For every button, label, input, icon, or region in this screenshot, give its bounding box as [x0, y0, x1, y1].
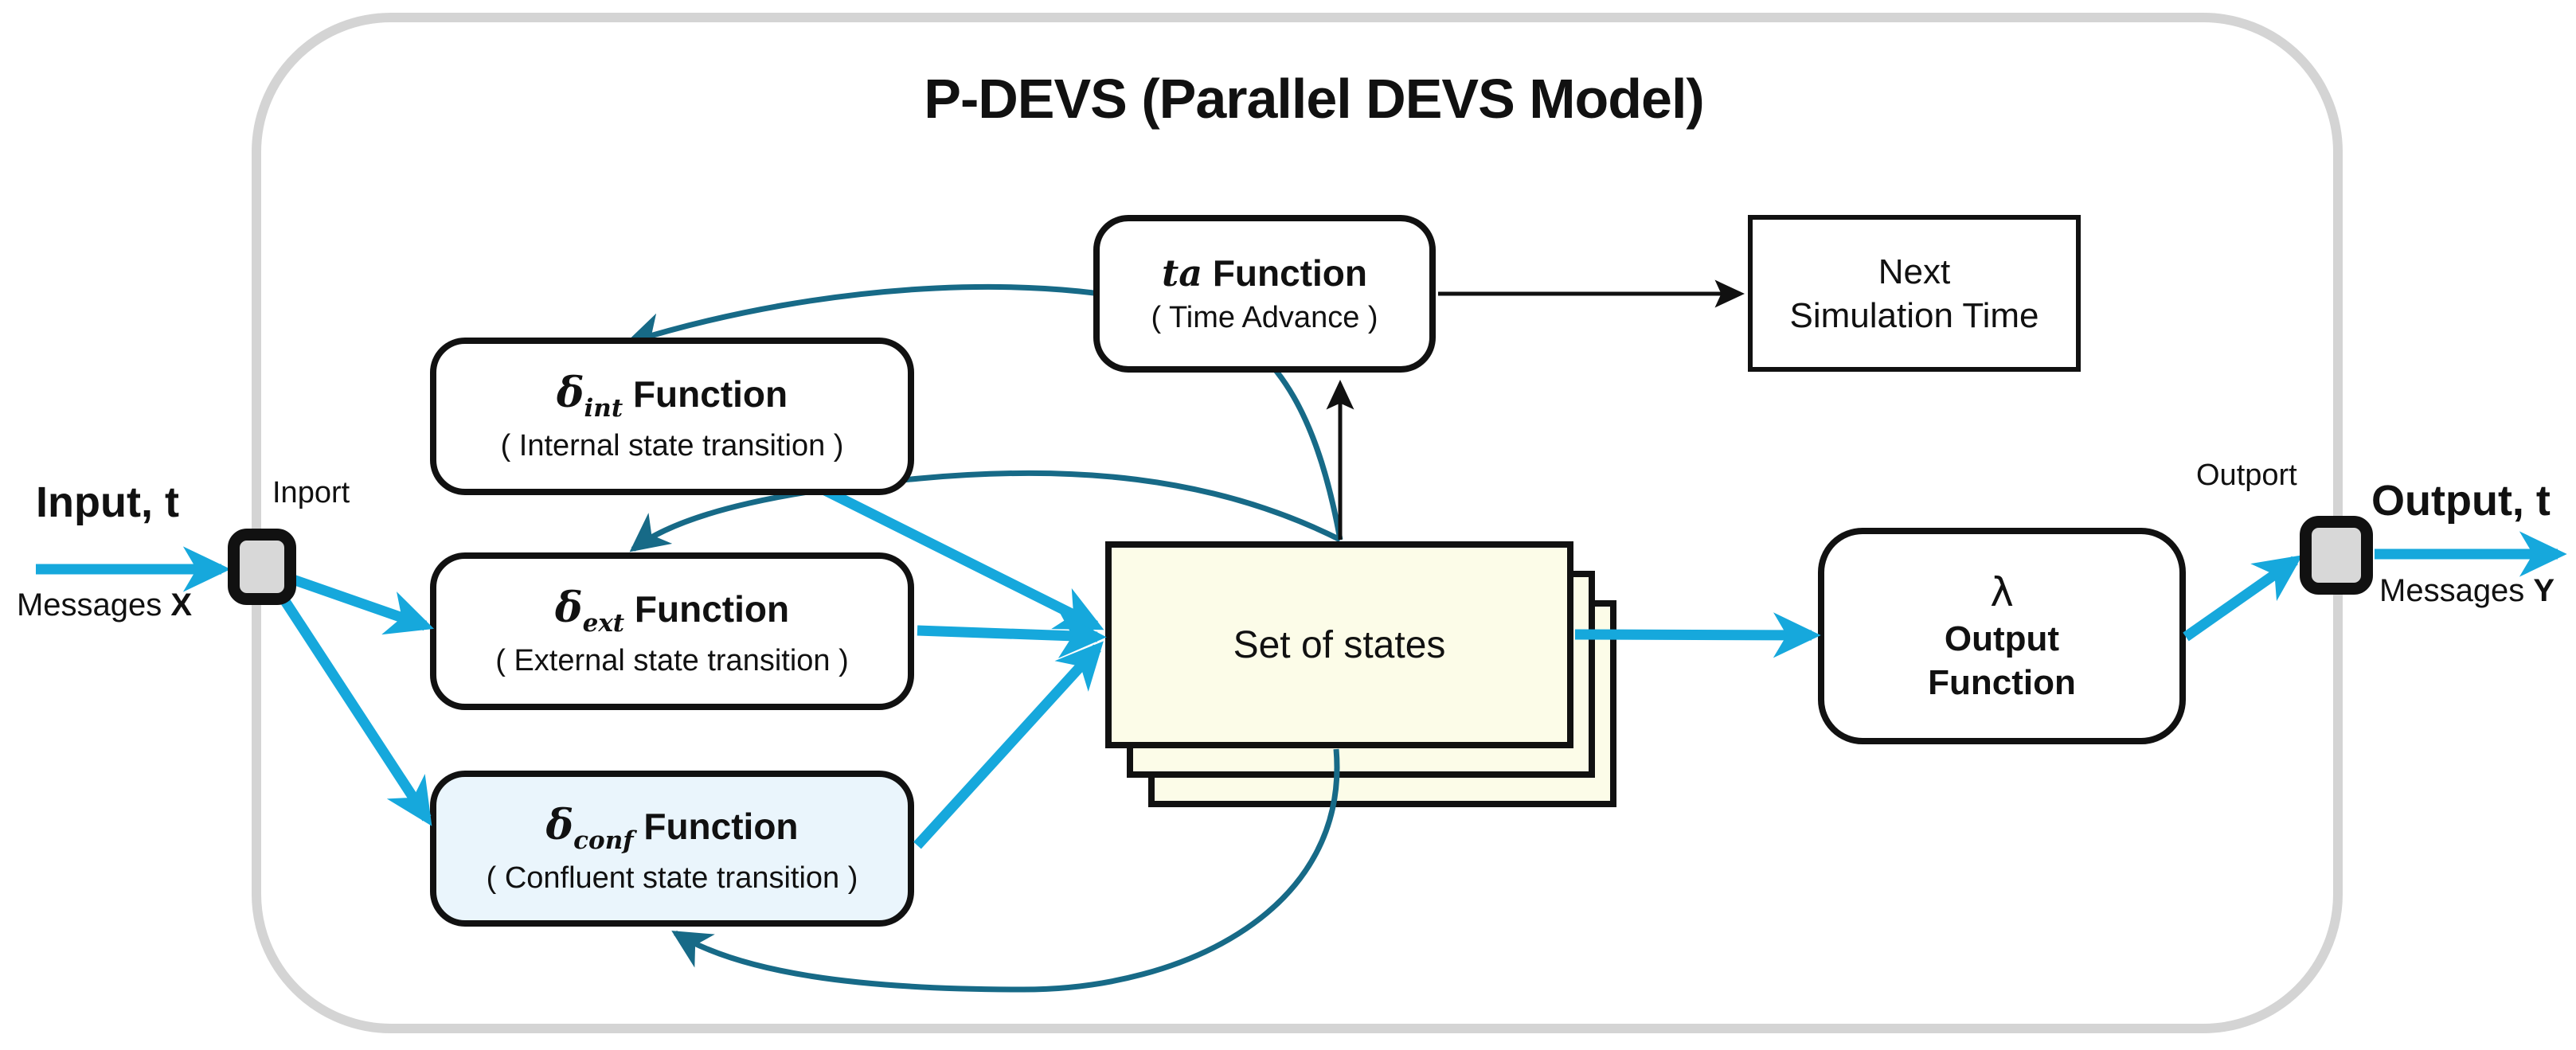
inport-to-delta-ext-arrow[interactable]	[291, 574, 435, 635]
delta-int-description: ( Internal state transition )	[500, 429, 844, 463]
delta-ext-function-box[interactable]: δext Function ( External state transitio…	[430, 552, 914, 710]
delta-conf-to-states-arrow[interactable]	[913, 641, 1104, 849]
lambda-symbol: λ	[1990, 568, 2014, 615]
lambda-line2: Function	[1928, 663, 2076, 703]
outport-label: Outport	[2196, 459, 2297, 492]
delta-int-title: δint Function	[557, 367, 788, 424]
delta-symbol: δ	[554, 584, 583, 633]
feedback-states-to-delta-ext-arrow[interactable]	[629, 470, 1342, 552]
diagram-title: P-DEVS (Parallel DEVS Model)	[924, 68, 1704, 130]
output-label: Output, t	[2371, 477, 2551, 525]
set-of-states-label: Set of states	[1233, 623, 1446, 666]
delta-ext-subscript: ext	[582, 609, 625, 638]
delta-conf-function-box[interactable]: δconf Function ( Confluent state transit…	[430, 771, 914, 927]
delta-ext-label: Function	[624, 588, 790, 630]
next-time-line1: Next	[1878, 252, 1951, 291]
inport-to-delta-conf-arrow[interactable]	[279, 595, 432, 826]
delta-int-label: Function	[623, 373, 788, 416]
delta-conf-label: Function	[633, 806, 799, 848]
ta-label: Function	[1202, 252, 1368, 294]
output-messages-label: Messages Y	[2379, 573, 2555, 609]
delta-int-to-states-arrow[interactable]	[794, 471, 1104, 630]
next-time-line2: Simulation Time	[1789, 295, 2039, 335]
ta-function-box[interactable]: ta Function ( Time Advance )	[1093, 215, 1436, 373]
lambda-output-function-box[interactable]: λ Output Function	[1818, 528, 2186, 744]
delta-int-function-box[interactable]: δint Function ( Internal state transitio…	[430, 338, 914, 495]
delta-conf-title: δconf Function	[545, 799, 798, 857]
lambda-line1: Output	[1944, 619, 2060, 659]
messages-y-symbol: Y	[2533, 573, 2555, 608]
delta-ext-description: ( External state transition )	[495, 644, 849, 678]
delta-symbol: δ	[545, 801, 574, 850]
delta-ext-to-states-arrow[interactable]	[917, 612, 1107, 658]
inport-label: Inport	[272, 476, 350, 509]
delta-int-subscript: int	[584, 394, 623, 424]
input-messages-label: Messages X	[5, 587, 204, 623]
states-to-lambda-arrow[interactable]	[1574, 612, 1821, 658]
ta-description: ( Time Advance )	[1151, 301, 1378, 334]
messages-x-prefix: Messages	[16, 587, 171, 623]
delta-symbol: δ	[556, 369, 584, 418]
input-label: Input, t	[36, 478, 179, 526]
messages-y-prefix: Messages	[2379, 573, 2534, 608]
delta-conf-description: ( Confluent state transition )	[486, 861, 858, 896]
delta-ext-title: δext Function	[555, 582, 789, 639]
ta-symbol: ta	[1161, 251, 1203, 295]
feedback-states-to-delta-conf-arrow[interactable]	[671, 748, 1340, 993]
set-of-states-box[interactable]: Set of states	[1105, 541, 1573, 748]
next-simulation-time-box[interactable]: Next Simulation Time	[1748, 215, 2081, 372]
ta-title: ta Function	[1162, 251, 1367, 297]
delta-conf-subscript: conf	[573, 826, 634, 856]
messages-x-symbol: X	[170, 587, 193, 623]
inport-square[interactable]	[228, 529, 296, 605]
outport-square[interactable]	[2300, 516, 2373, 595]
lambda-to-outport-arrow[interactable]	[2183, 555, 2303, 642]
